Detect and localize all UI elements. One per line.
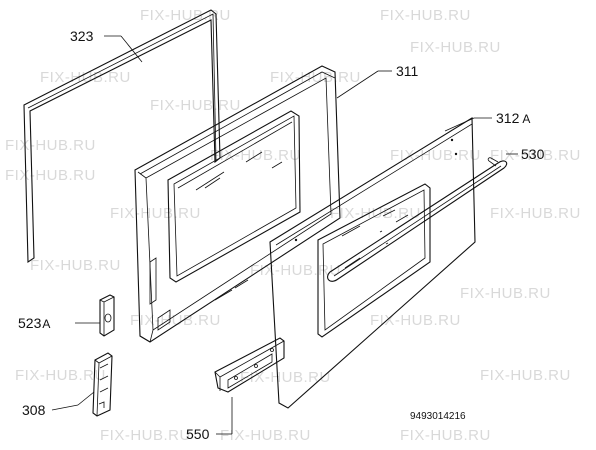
watermark: FIX-HUB.RU xyxy=(220,427,311,444)
handle-part xyxy=(327,157,508,282)
watermark: FIX-HUB.RU xyxy=(490,205,581,222)
watermark: FIX-HUB.RU xyxy=(390,147,481,164)
watermark: FIX-HUB.RU xyxy=(400,427,491,444)
label-hinge-bracket: 523A xyxy=(18,315,50,331)
watermark: FIX-HUB.RU xyxy=(100,427,191,444)
watermark: FIX-HUB.RU xyxy=(240,369,331,386)
outer-glass-part xyxy=(269,117,476,409)
hinge-part xyxy=(92,352,113,417)
leader-lines xyxy=(51,35,518,435)
watermark: FIX-HUB.RU xyxy=(460,285,551,302)
label-hinge-bracket-suffix: A xyxy=(42,317,50,331)
watermark: FIX-HUB.RU xyxy=(330,205,421,222)
watermark: FIX-HUB.RU xyxy=(140,7,231,24)
hinge-bracket-part xyxy=(99,294,115,337)
watermark: FIX-HUB.RU xyxy=(110,205,201,222)
label-handle: 530 xyxy=(521,146,545,162)
label-bottom-strip: 550 xyxy=(186,426,210,442)
watermark: FIX-HUB.RU xyxy=(410,39,501,56)
watermark: FIX-HUB.RU xyxy=(490,147,581,164)
watermark: FIX-HUB.RU xyxy=(5,167,96,184)
watermark: FIX-HUB.RU xyxy=(5,137,96,154)
watermark: FIX-HUB.RU xyxy=(15,367,106,384)
watermark: FIX-HUB.RU xyxy=(40,69,131,86)
watermark-layer: FIX-HUB.RU FIX-HUB.RU FIX-HUB.RU FIX-HUB… xyxy=(5,7,581,444)
watermark: FIX-HUB.RU xyxy=(370,312,461,329)
watermark: FIX-HUB.RU xyxy=(480,367,571,384)
inner-frame-part xyxy=(134,65,341,343)
label-outer-glass-suffix: A xyxy=(522,112,530,126)
label-inner-frame: 311 xyxy=(396,63,419,79)
door-seal-part xyxy=(23,9,221,264)
label-outer-glass-number: 312 xyxy=(496,110,520,126)
label-hinge-bracket-number: 523 xyxy=(18,315,42,331)
drawing-code: 9493014216 xyxy=(410,411,466,422)
label-hinge: 308 xyxy=(22,402,46,418)
label-seal: 323 xyxy=(70,28,94,44)
watermark: FIX-HUB.RU xyxy=(130,312,221,329)
bottom-strip-part xyxy=(214,337,285,393)
watermark: FIX-HUB.RU xyxy=(150,97,241,114)
watermark: FIX-HUB.RU xyxy=(30,257,121,274)
watermark: FIX-HUB.RU xyxy=(380,7,471,24)
